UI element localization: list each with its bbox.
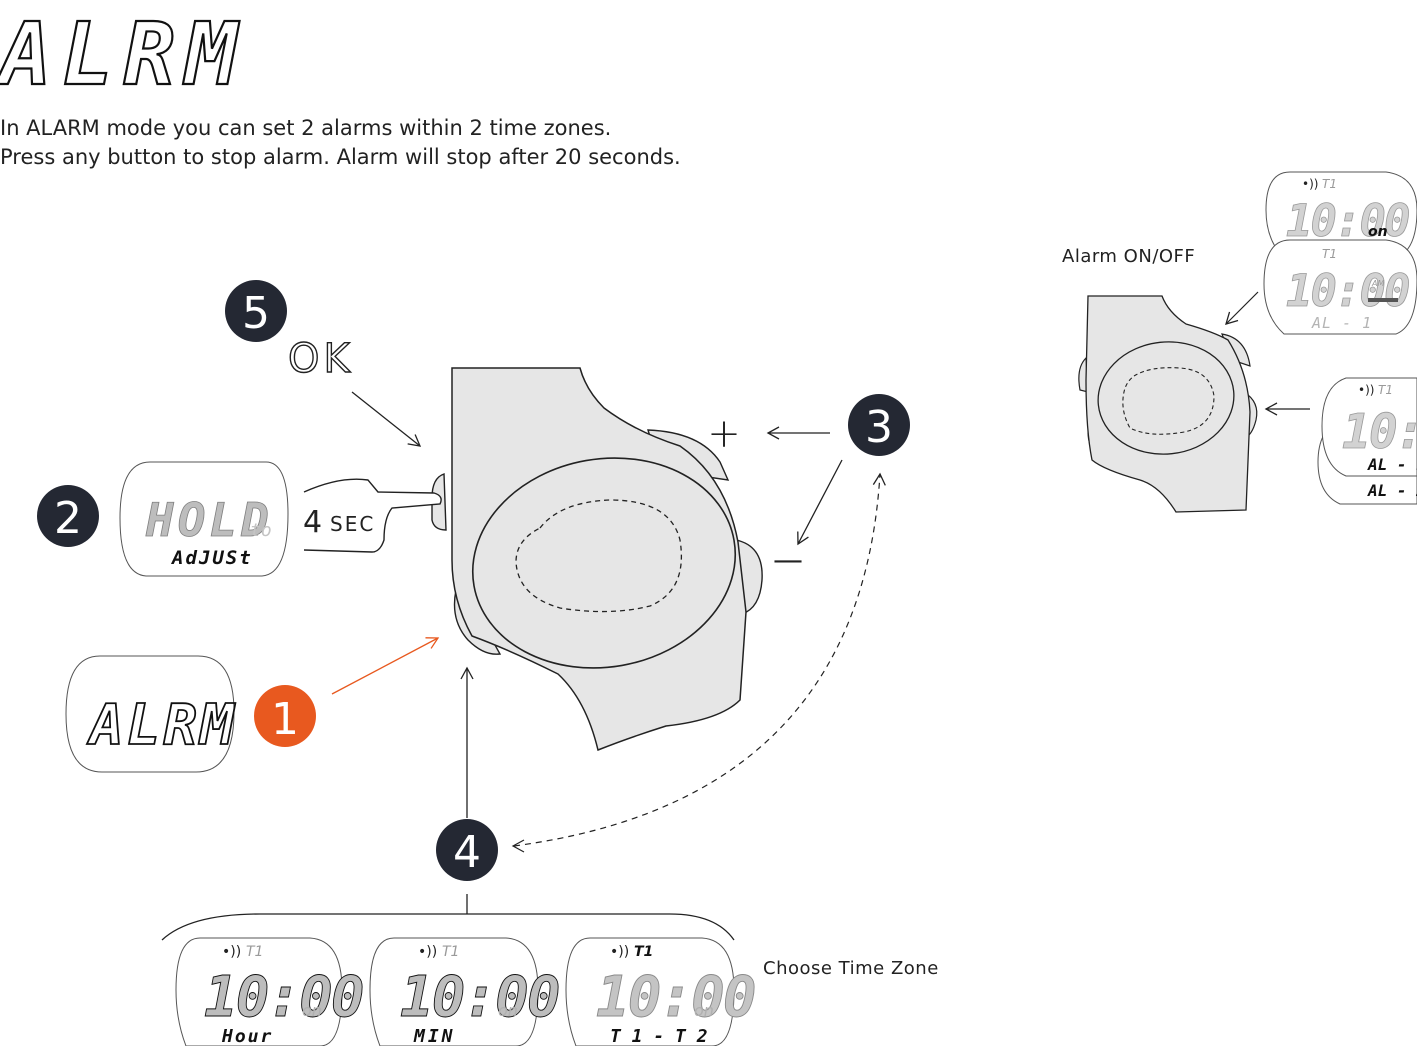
step-badge-4 — [436, 819, 498, 881]
lcd-time: 10:00 — [1342, 404, 1417, 460]
step-4: 4 — [161, 472, 886, 941]
lcd-hold-adjust — [119, 461, 289, 577]
lcd-alrm-text: ALRM — [86, 693, 237, 758]
zone-label: T1 — [1322, 247, 1337, 261]
intro-text: In ALARM mode you can set 2 alarms withi… — [0, 114, 681, 172]
lcd-screen-t1-t2: •)) T1 10:00 on T 1 - T 2 — [565, 937, 757, 1046]
zone-label: T1 — [634, 944, 653, 960]
step-number-1: 1 — [271, 694, 299, 745]
small-watch — [1078, 295, 1258, 513]
lcd-suffix: on — [694, 1001, 714, 1020]
lcd-suffix: on — [498, 1001, 518, 1020]
lcd-time: 10:00 — [1286, 196, 1409, 247]
small-watch-bezel — [1097, 341, 1235, 455]
lcd-line-1: AL - 1 — [1367, 455, 1417, 474]
choose-time-zone-caption: Choose Time Zone — [763, 958, 939, 979]
finger-icon — [303, 478, 442, 553]
hold-time-number: 4 — [303, 505, 322, 540]
step-badge-1 — [254, 685, 316, 747]
step-1: ALRM 1 — [65, 637, 440, 773]
intro-line-2: Press any button to stop alarm. Alarm wi… — [0, 145, 681, 169]
page-title: ALRM — [0, 5, 247, 105]
lcd-am: AM — [1371, 279, 1384, 288]
alarm-off-marker — [1368, 298, 1398, 302]
alarm-bell-icon: •)) — [222, 944, 241, 960]
watch-screen — [515, 499, 683, 613]
mode-arrow — [331, 637, 440, 695]
zone-label: T1 — [1378, 383, 1393, 397]
step-5: 5 OK — [225, 280, 422, 447]
lcd-time: 10:00 — [400, 965, 559, 1030]
step-badge-2 — [37, 485, 99, 547]
step-number-3: 3 — [865, 402, 893, 453]
zone-label: T1 — [442, 944, 459, 960]
minus-sign: — — [773, 543, 803, 578]
lcd-suffix: on — [302, 1001, 322, 1020]
lcd-screen-alarm-list: •)) T1 10:00 AL - 1 AL - 2 — [1317, 377, 1417, 505]
lcd-bottom: Hour — [221, 1026, 273, 1046]
lcd-screen-alarm-on: •)) T1 10:00 on — [1265, 171, 1417, 259]
lcd-screen-min: •)) T1 10:00 on MIN — [369, 937, 561, 1046]
lcd-adjust-text: AdJUSt — [170, 547, 253, 569]
plus-sign: + — [707, 411, 741, 457]
lcd-suffix: on — [1368, 224, 1388, 240]
lcd-bottom: AL - 1 — [1311, 314, 1372, 332]
alarm-bell-icon: •)) — [1358, 383, 1374, 397]
lcd-time: 10:00 — [204, 965, 363, 1030]
lcd-hold-text: HOLD — [145, 493, 273, 547]
intro-line-1: In ALARM mode you can set 2 alarms withi… — [0, 116, 612, 140]
lcd-screen-hour: •)) T1 10:00 on Hour — [175, 937, 365, 1046]
step-number-2: 2 — [54, 493, 82, 544]
main-watch — [431, 367, 763, 752]
lcd-alrm — [65, 655, 235, 773]
step-2: 2 HOLD to AdJUSt 4 SEC — [37, 461, 442, 577]
ok-label: OK — [288, 336, 354, 382]
alarm-screen-arrow — [1225, 291, 1259, 325]
small-watch-screen — [1122, 367, 1215, 435]
minus-arrow — [797, 459, 843, 546]
lcd-bottom: MIN — [413, 1026, 456, 1046]
ok-arrow — [351, 391, 422, 447]
alarm-on-off-caption: Alarm ON/OFF — [1062, 246, 1196, 267]
step-number-5: 5 — [242, 288, 270, 339]
loop-arrow — [513, 472, 886, 847]
step-number-4: 4 — [453, 827, 481, 878]
step-3: 3 + — — [707, 394, 910, 578]
lcd-line-2: AL - 2 — [1367, 481, 1417, 500]
step-badge-5 — [225, 280, 287, 342]
zone-label: T1 — [246, 944, 263, 960]
lcd-to-text: to — [250, 520, 272, 541]
zone-label: T1 — [1322, 177, 1337, 191]
hold-time-unit: SEC — [330, 512, 375, 536]
alarm-bell-icon: •)) — [418, 944, 437, 960]
loop-arrow-head-start — [511, 839, 525, 853]
lcd-bottom: T 1 - T 2 — [610, 1026, 708, 1046]
step-badge-3 — [848, 394, 910, 456]
lcd-screen-alarm-off: T1 10:00 AM AL - 1 — [1263, 239, 1417, 335]
lcd-time: 10:00 — [596, 965, 755, 1030]
lcd-time: 10:00 — [1286, 266, 1409, 317]
alarm-bell-icon: •)) — [610, 944, 629, 960]
time-zone-bracket — [161, 913, 735, 941]
alarm-bell-icon: •)) — [1302, 177, 1318, 191]
watch-bezel — [471, 457, 737, 669]
